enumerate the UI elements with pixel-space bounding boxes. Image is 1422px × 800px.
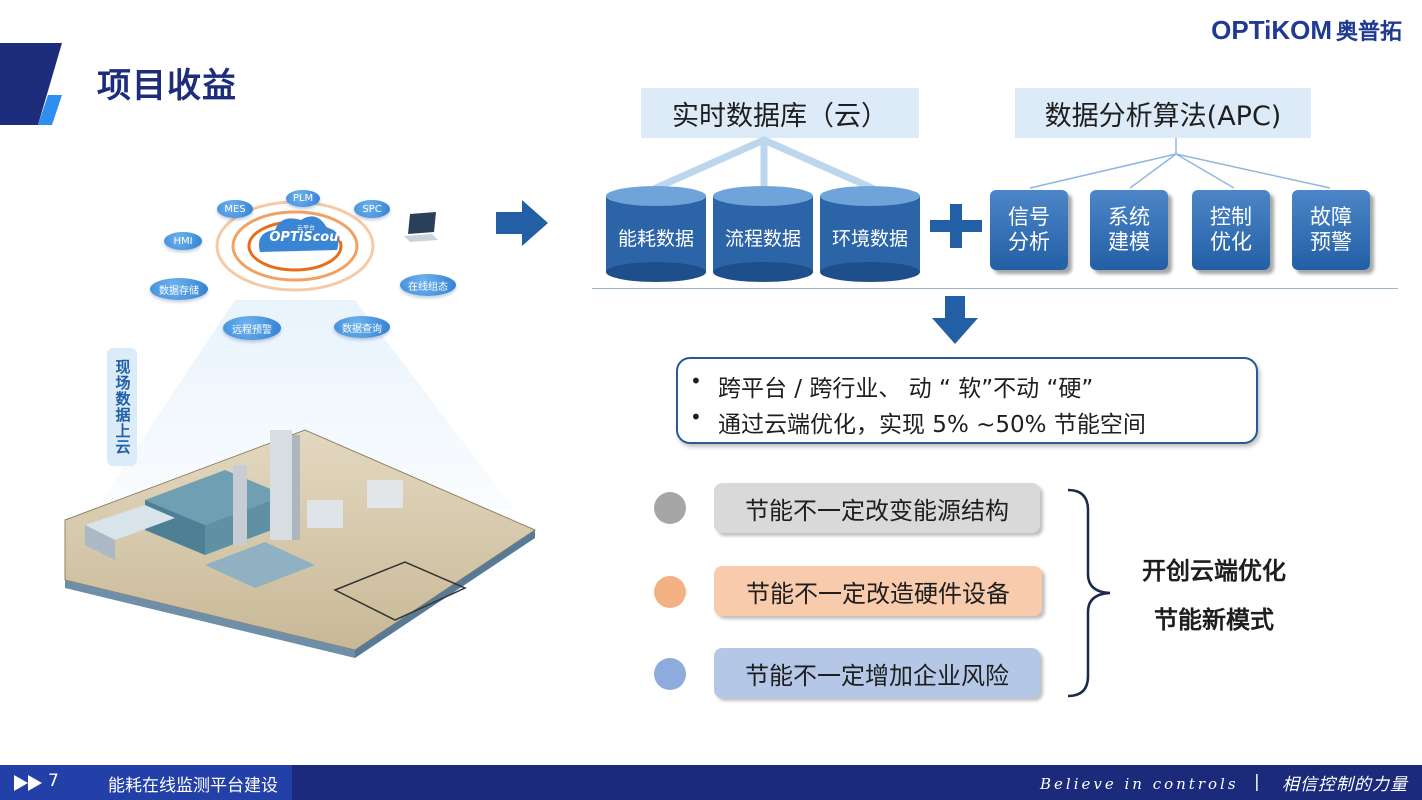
footer-slogan: Believe in controls bbox=[1040, 775, 1239, 793]
orange-dot-icon bbox=[654, 576, 686, 608]
key-point-item: • 跨平台 / 跨行业、 动 “ 软”不动 “硬” bbox=[690, 369, 1094, 403]
benefit-row-energy-structure: 节能不一定改变能源结构 bbox=[714, 483, 1040, 533]
footer-separator: | bbox=[1254, 772, 1260, 792]
plm-bubble: PLM bbox=[286, 190, 320, 207]
footer-signature: 相信控制的力量 bbox=[1282, 775, 1408, 795]
data-query-bubble: 数据查询 bbox=[334, 316, 390, 338]
energy-data-cylinder-icon bbox=[606, 186, 706, 282]
fault-warning-line2: 预警 bbox=[1310, 230, 1352, 254]
page-number: 7 bbox=[48, 771, 59, 791]
data-analysis-algorithm-title: 数据分析算法(APC) bbox=[1015, 88, 1311, 138]
signal-analysis-card: 信号分析 bbox=[990, 190, 1068, 270]
system-modeling-line1: 系统 bbox=[1108, 205, 1150, 229]
hmi-bubble: HMI bbox=[164, 232, 202, 250]
right-brace-icon bbox=[1067, 488, 1111, 698]
key-points-box: • 跨平台 / 跨行业、 动 “ 软”不动 “硬” • 通过云端优化，实现 5%… bbox=[676, 357, 1258, 444]
connector-lines bbox=[652, 136, 1331, 192]
laptop-icon bbox=[404, 212, 438, 242]
arrow-down-icon bbox=[932, 296, 978, 344]
play-arrows-icon bbox=[14, 775, 42, 791]
mes-bubble: MES bbox=[217, 200, 253, 218]
process-data-cylinder-icon bbox=[713, 186, 813, 282]
plus-icon bbox=[930, 204, 982, 248]
benefit-row-risk: 节能不一定增加企业风险 bbox=[714, 648, 1040, 698]
summary-line-2: 节能新模式 bbox=[1154, 606, 1274, 634]
summary-line-1: 开创云端优化 bbox=[1142, 557, 1286, 585]
company-logo: OPTiKOM 奥普拓 bbox=[1211, 14, 1402, 46]
bullet-dot-icon: • bbox=[690, 369, 702, 393]
signal-analysis-line2: 分析 bbox=[1008, 230, 1050, 254]
fault-warning-card: 故障预警 bbox=[1292, 190, 1370, 270]
online-config-bubble: 在线组态 bbox=[400, 274, 456, 296]
blue-dot-icon bbox=[654, 658, 686, 690]
title-decoration-icon bbox=[0, 43, 62, 125]
section-divider bbox=[592, 288, 1398, 289]
key-point-text: 跨平台 / 跨行业、 动 “ 软”不动 “硬” bbox=[718, 376, 1094, 402]
realtime-database-title: 实时数据库（云） bbox=[641, 88, 919, 138]
cloud-label: OPTiScout bbox=[269, 230, 345, 245]
cloud-small-label: 云平台 bbox=[296, 225, 315, 232]
environment-data-label: 环境数据 bbox=[831, 228, 908, 250]
page-title: 项目收益 bbox=[97, 66, 237, 106]
system-modeling-line2: 建模 bbox=[1108, 230, 1150, 254]
energy-data-label: 能耗数据 bbox=[617, 228, 694, 250]
signal-analysis-line1: 信号 bbox=[1008, 205, 1050, 229]
vertical-label: 现场数据上云 bbox=[107, 348, 137, 466]
remote-alarm-bubble: 远程预警 bbox=[223, 316, 281, 340]
benefit-row-hardware: 节能不一定改造硬件设备 bbox=[714, 566, 1042, 616]
process-data-label: 流程数据 bbox=[724, 228, 801, 250]
environment-data-cylinder-icon bbox=[820, 186, 920, 282]
gray-dot-icon bbox=[654, 492, 686, 524]
logo-latin-text: OPTiKOM bbox=[1211, 14, 1332, 45]
data-storage-bubble: 数据存储 bbox=[150, 278, 208, 300]
footer-accent bbox=[0, 765, 292, 800]
fault-warning-line1: 故障 bbox=[1310, 205, 1352, 229]
control-optimization-line1: 控制 bbox=[1210, 205, 1252, 229]
bullet-dot-icon: • bbox=[690, 405, 702, 429]
arrow-right-icon bbox=[496, 200, 548, 246]
plant-isometric-illustration bbox=[64, 200, 537, 658]
control-optimization-line2: 优化 bbox=[1210, 230, 1252, 254]
system-modeling-card: 系统建模 bbox=[1090, 190, 1168, 270]
footer-title: 能耗在线监测平台建设 bbox=[108, 776, 278, 796]
control-optimization-card: 控制优化 bbox=[1192, 190, 1270, 270]
logo-chinese-text: 奥普拓 bbox=[1335, 20, 1402, 45]
key-point-text: 通过云端优化，实现 5% ~50% 节能空间 bbox=[718, 412, 1146, 438]
spc-bubble: SPC bbox=[354, 200, 390, 218]
key-point-item: • 通过云端优化，实现 5% ~50% 节能空间 bbox=[690, 405, 1146, 439]
